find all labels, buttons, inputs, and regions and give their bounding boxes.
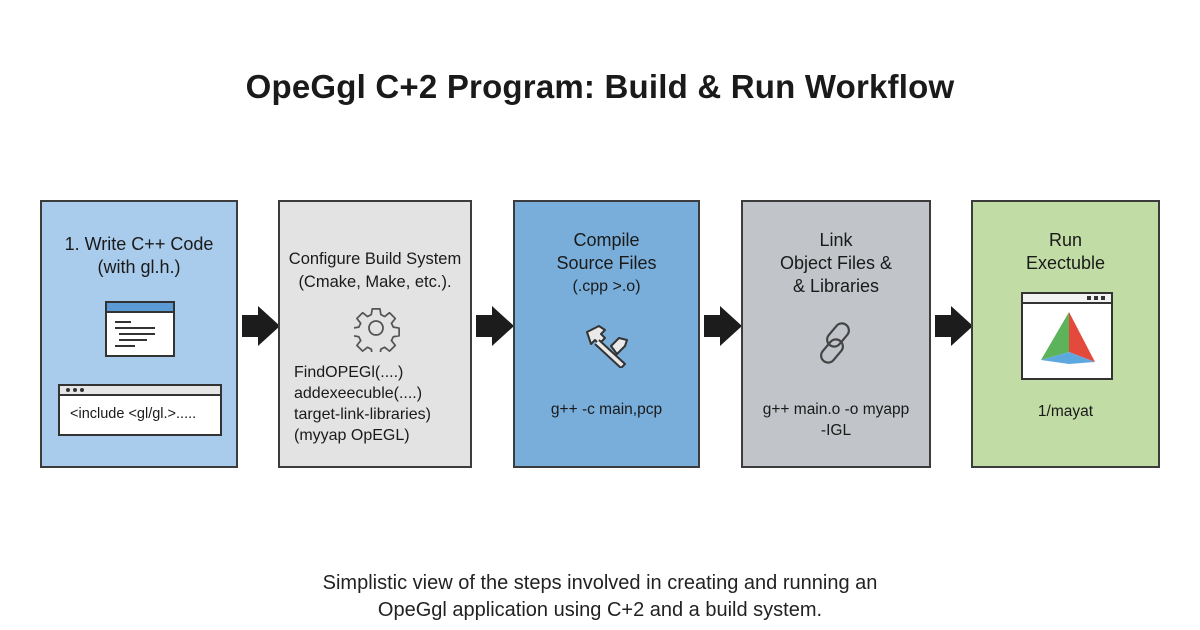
step-write-code: 1. Write C++ Code (with gl.h.) <include … xyxy=(40,200,238,468)
chain-link-icon xyxy=(820,322,850,364)
heading-line: Compile xyxy=(573,230,640,250)
heading-line: 1. Write C++ Code xyxy=(64,234,214,254)
include-snippet-window: <include <gl/gl.>..... xyxy=(58,384,222,436)
include-snippet-text: <include <gl/gl.>..... xyxy=(70,406,197,422)
step-run-heading: Run Exectuble xyxy=(973,229,1158,275)
window-buttons-icon xyxy=(66,388,84,392)
arrow-right-icon xyxy=(704,306,742,346)
heading-line: Exectuble xyxy=(1025,253,1106,273)
triangle-window-icon xyxy=(1021,292,1113,380)
step-configure-build: Configure Build System (Cmake, Make, etc… xyxy=(278,200,472,468)
command-line: addexeecuble(....) xyxy=(294,385,423,402)
heading-line: Object Files & xyxy=(779,253,893,273)
step-compile: Compile Source Files (.cpp >.o) g++ -c m… xyxy=(513,200,700,468)
diagram-title: OpeGgl C+2 Program: Build & Run Workflow xyxy=(245,68,955,105)
heading-line: Configure Build System xyxy=(288,250,462,268)
step-link-heading: Link Object Files & & Libraries xyxy=(743,229,929,298)
cmake-commands: FindOPEGl(....) addexeecuble(....) targe… xyxy=(294,362,470,446)
heading-line: (.cpp >.o) xyxy=(572,278,641,295)
arrow-right-icon xyxy=(476,306,514,346)
triangle-render-icon xyxy=(1041,312,1095,364)
run-command: 1/mayat xyxy=(1037,403,1094,420)
heading-line: Run xyxy=(1048,230,1083,250)
command-line: g++ main.o -o myapp xyxy=(762,401,910,418)
caption-line: OpeGgl application using C+2 and a build… xyxy=(377,599,823,621)
heading-line: Source Files xyxy=(556,253,657,273)
command-line: FindOPEGl(....) xyxy=(294,364,404,381)
gear-icon xyxy=(354,308,400,352)
step-configure-build-heading: Configure Build System (Cmake, Make, etc… xyxy=(280,248,470,294)
compile-command: g++ -c main,pcp xyxy=(550,401,663,418)
link-commands: g++ main.o -o myapp -IGL xyxy=(743,399,929,441)
heading-line: (Cmake, Make, etc.). xyxy=(298,273,452,291)
arrow-right-icon xyxy=(242,306,280,346)
hammer-icon xyxy=(586,325,628,368)
command-line: -IGL xyxy=(820,422,852,439)
command-line: (myyap OpEGL) xyxy=(294,427,410,444)
heading-line: & Libraries xyxy=(792,276,880,296)
heading-line: (with gl.h.) xyxy=(97,257,181,277)
command-line: target-link-libraries) xyxy=(294,406,431,423)
caption-line: Simplistic view of the steps involved in… xyxy=(322,572,878,594)
window-buttons-icon xyxy=(1087,296,1105,300)
step-write-code-heading: 1. Write C++ Code (with gl.h.) xyxy=(42,233,236,279)
step-link: Link Object Files & & Libraries g++ main… xyxy=(741,200,931,468)
heading-line: Link xyxy=(819,230,853,250)
diagram-caption: Simplistic view of the steps involved in… xyxy=(0,570,1200,624)
step-run: Run Exectuble 1/mayat xyxy=(971,200,1160,468)
step-compile-heading: Compile Source Files (.cpp >.o) xyxy=(515,229,698,298)
code-window-icon xyxy=(105,301,175,357)
arrow-right-icon xyxy=(935,306,973,346)
